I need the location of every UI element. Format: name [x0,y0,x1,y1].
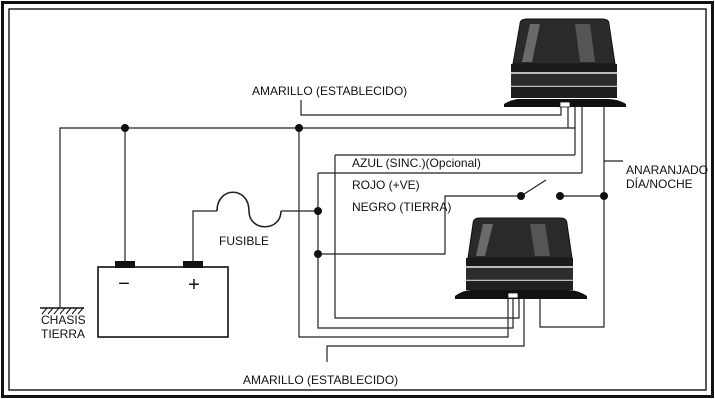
label-yellow-established-top: AMARILLO (ESTABLECIDO) [252,84,407,98]
label-ground: TIERRA [41,327,85,341]
label-red-positive: ROJO (+VE) [352,178,420,192]
chassis-ground-symbol [40,307,84,315]
label-black-ground: NEGRO (TIERRA) [352,200,451,214]
battery: − + [97,261,229,338]
wiring [59,100,623,362]
label-chassis: CHASIS [41,313,86,327]
beacon-light-bottom [455,217,587,299]
label-fuse: FUSIBLE [219,234,269,248]
label-day-night: DÍA/NOCHE [626,176,693,191]
label-orange: ANARANJADO [626,163,708,177]
beacon-light-top [504,18,626,108]
battery-positive-label: + [188,274,200,296]
battery-negative-label: − [118,273,130,295]
label-blue-sync: AZUL (SINC.)(Opcional) [352,156,481,170]
label-yellow-established-bottom: AMARILLO (ESTABLECIDO) [243,373,398,387]
junction-dots [121,124,608,258]
fuse-symbol [216,191,282,228]
